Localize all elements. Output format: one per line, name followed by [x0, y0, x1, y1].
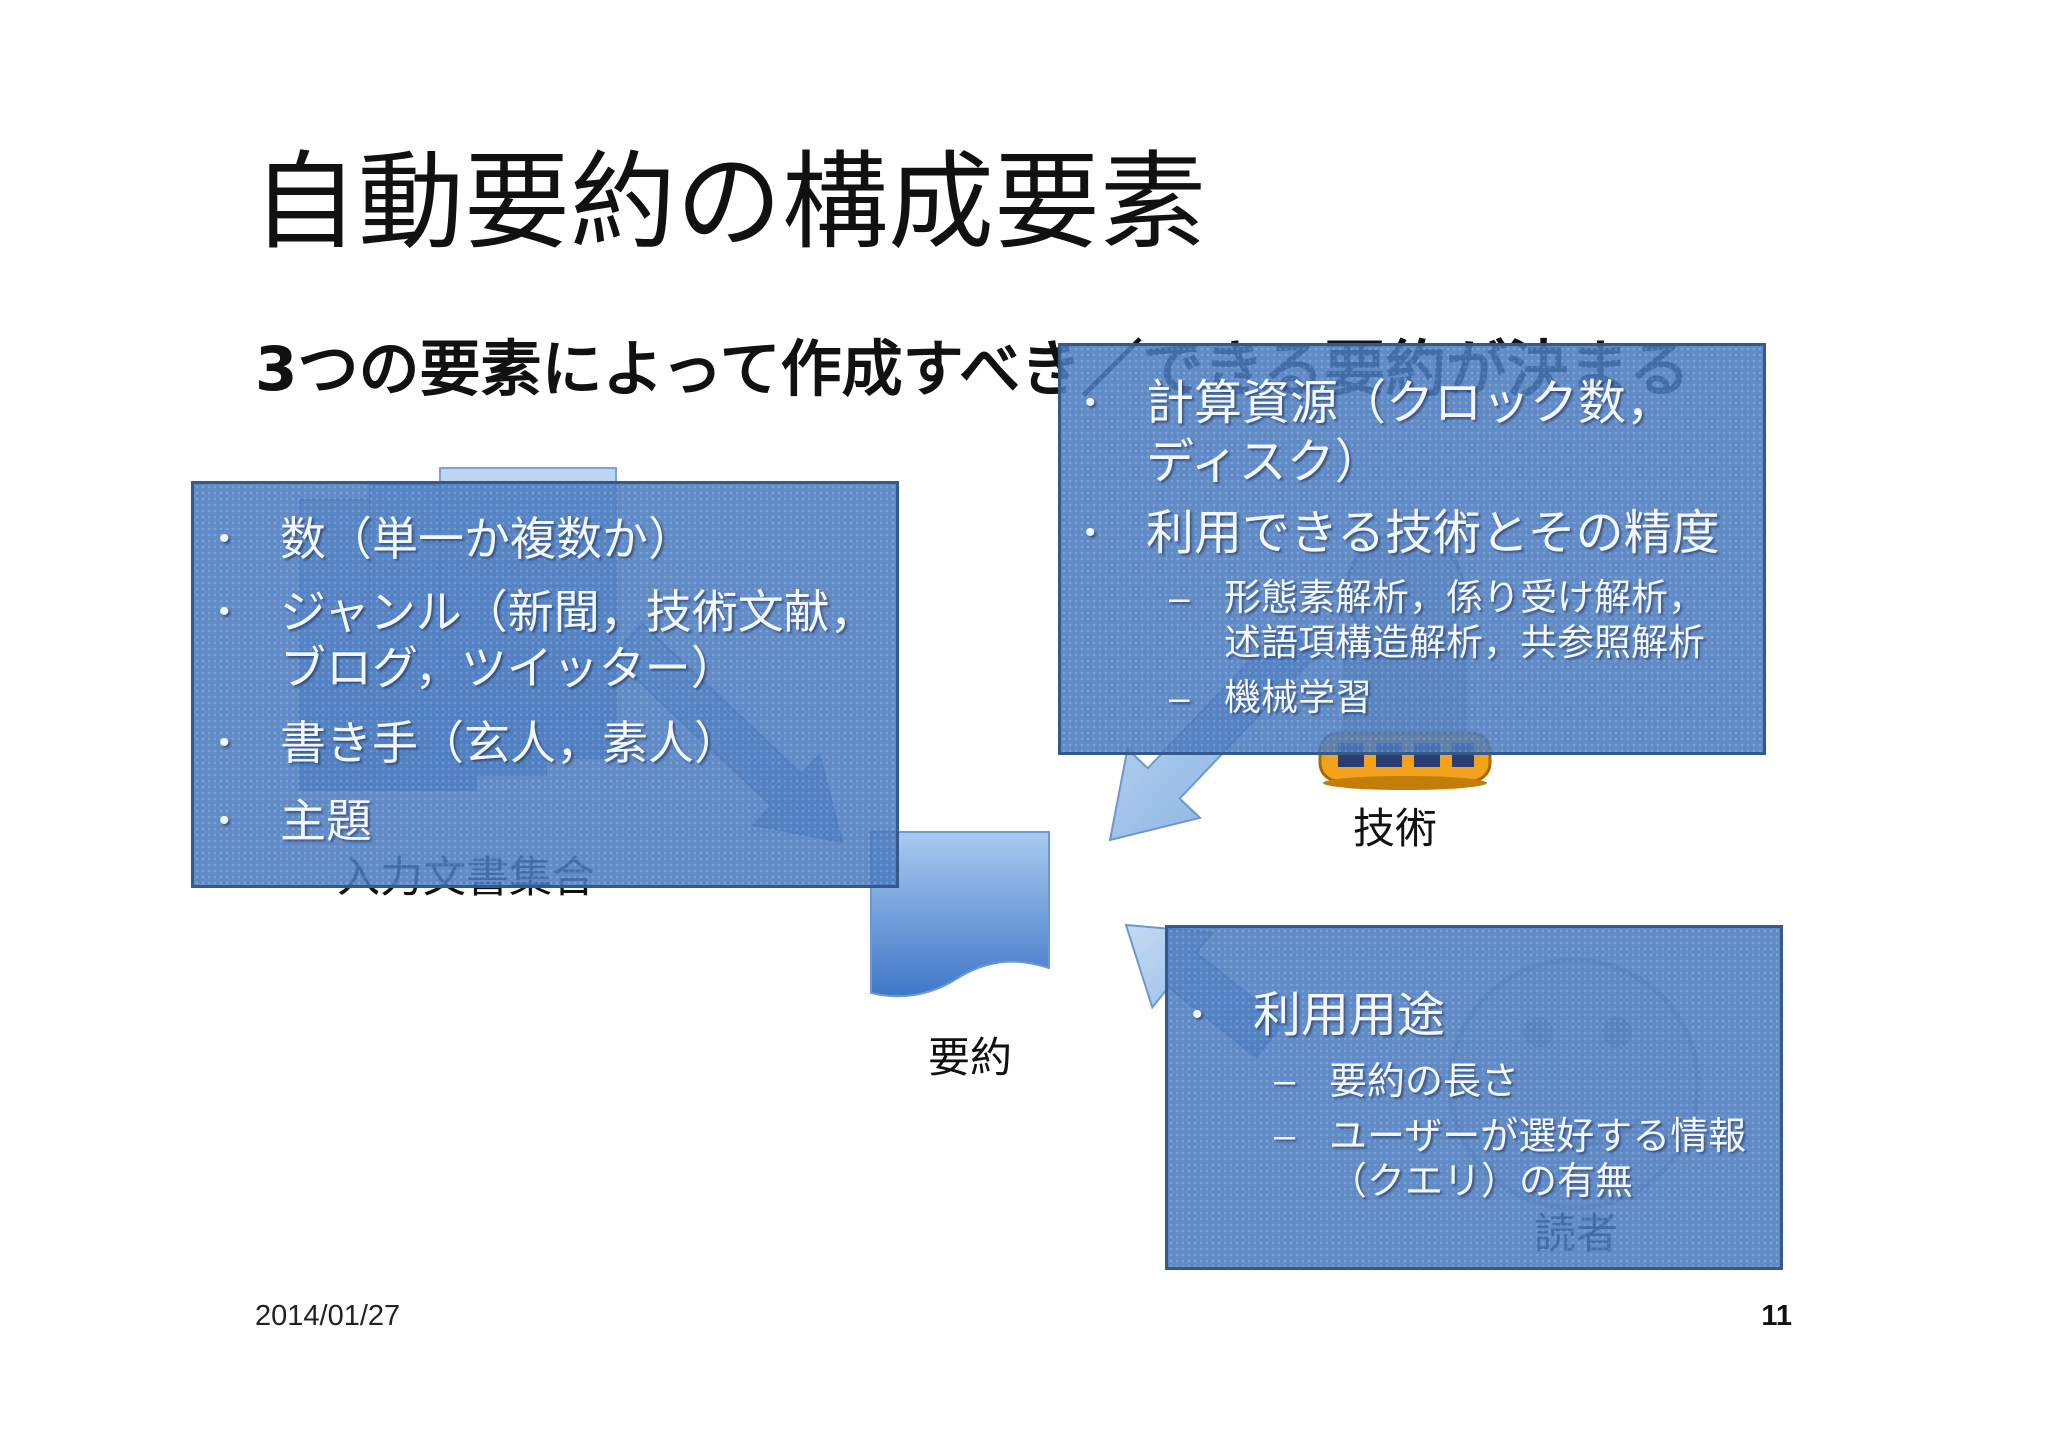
- slide-title: 自動要約の構成要素: [252, 141, 1206, 264]
- input-item-genre-continued: ブログ，ツイッター）: [280, 641, 737, 695]
- slide-page-number: 11: [1761, 1300, 1792, 1332]
- reader-subitem-user-preference-continued: （クエリ）の有無: [1329, 1159, 1634, 1203]
- reader-subitem-user-preference: ユーザーが選好する情報: [1274, 1113, 1746, 1159]
- tech-item-compute-resources: 計算資源（クロック数，: [1085, 374, 1674, 432]
- tech-subitem-language-analyses: 形態素解析，係り受け解析，: [1169, 575, 1705, 620]
- tech-item-available-techniques: 利用できる技術とその精度: [1085, 504, 1720, 562]
- reader-subitem-summary-length: 要約の長さ: [1274, 1058, 1519, 1104]
- summary-document-icon: [870, 831, 1050, 998]
- input-factors-box: 数（単一か複数か） ジャンル（新聞，技術文献， ブログ，ツイッター） 書き手（玄…: [191, 481, 899, 888]
- tech-item-compute-resources-continued: ディスク）: [1146, 434, 1383, 490]
- summary-label: 要約: [927, 1033, 1012, 1082]
- reader-factors-box: 利用用途 要約の長さ ユーザーが選好する情報 （クエリ）の有無: [1165, 925, 1783, 1270]
- input-item-genre: ジャンル（新聞，技術文献，: [219, 584, 876, 640]
- input-item-topic: 主題: [219, 793, 372, 849]
- reader-item-usage: 利用用途: [1192, 986, 1445, 1044]
- input-item-count: 数（単一か複数か）: [219, 511, 694, 567]
- tech-subitem-language-analyses-continued: 述語項構造解析，共参照解析: [1224, 621, 1705, 664]
- input-item-author: 書き手（玄人，素人）: [219, 715, 740, 771]
- slide-date: 2014/01/27: [255, 1300, 401, 1332]
- technology-factors-box: 計算資源（クロック数， ディスク） 利用できる技術とその精度 形態素解析，係り受…: [1058, 343, 1766, 755]
- technology-label: 技術: [1352, 804, 1437, 853]
- tech-subitem-machine-learning: 機械学習: [1169, 675, 1372, 720]
